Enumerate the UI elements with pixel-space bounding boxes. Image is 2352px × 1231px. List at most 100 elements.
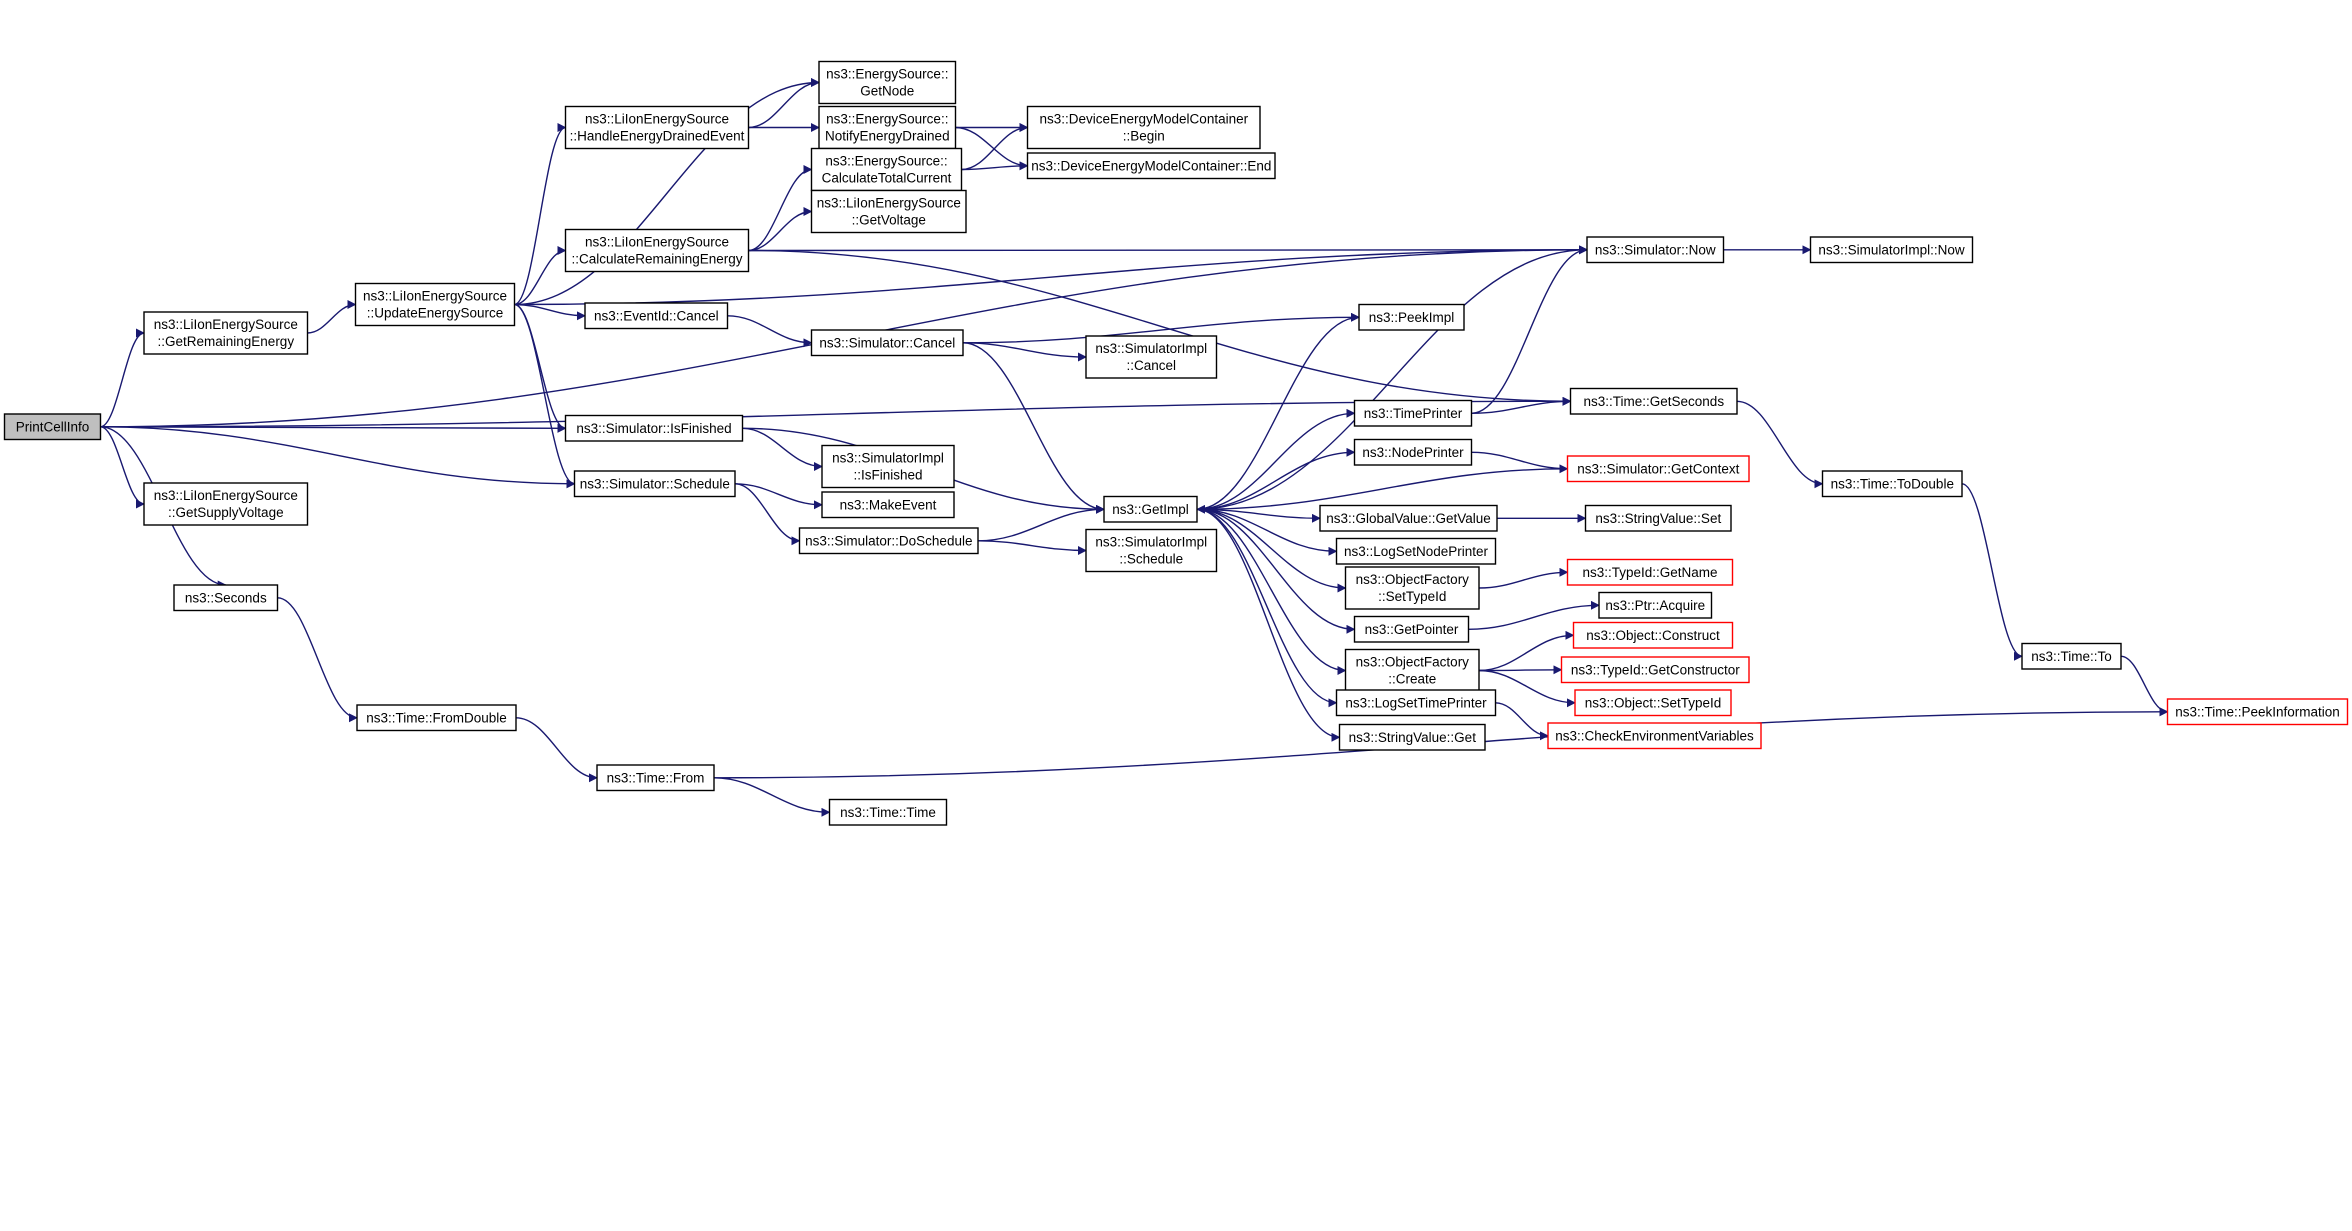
node-box-drained[interactable] <box>564 105 750 150</box>
node-getsupply[interactable]: ns3::LiIonEnergySource::GetSupplyVoltage <box>143 482 309 526</box>
node-box-getpointer[interactable] <box>1353 615 1470 643</box>
node-print[interactable]: PrintCellInfo <box>3 413 102 441</box>
node-box-implcancel[interactable] <box>1085 335 1218 379</box>
node-gvget[interactable]: ns3::GlobalValue::GetValue <box>1319 504 1498 532</box>
node-makeevent[interactable]: ns3::MakeEvent <box>821 491 955 519</box>
node-from[interactable]: ns3::Time::From <box>596 764 715 792</box>
node-notify[interactable]: ns3::EnergySource::NotifyEnergyDrained <box>818 105 957 150</box>
node-to[interactable]: ns3::Time::To <box>2021 642 2122 670</box>
node-time[interactable]: ns3::Time::Time <box>828 798 948 826</box>
node-box-evcancel[interactable] <box>584 302 729 330</box>
node-implnow[interactable]: ns3::SimulatorImpl::Now <box>1809 236 1974 264</box>
node-box-nodeprinter[interactable] <box>1353 438 1473 466</box>
node-box-peekinfo[interactable] <box>2166 698 2349 726</box>
node-getimpl[interactable]: ns3::GetImpl <box>1103 495 1198 523</box>
node-box-seconds[interactable] <box>173 584 279 612</box>
node-box-simnow[interactable] <box>1586 236 1725 264</box>
node-box-getctx[interactable] <box>1566 455 1750 483</box>
node-box-simcancel[interactable] <box>810 329 964 357</box>
node-implcancel[interactable]: ns3::SimulatorImpl::Cancel <box>1085 335 1218 379</box>
node-box-getsecs[interactable] <box>1569 387 1738 415</box>
node-ofcreate[interactable]: ns3::ObjectFactory::Create <box>1344 648 1480 693</box>
node-todouble[interactable]: ns3::Time::ToDouble <box>1821 470 1963 498</box>
node-box-construct[interactable] <box>1572 621 1734 649</box>
node-peekimpl[interactable]: ns3::PeekImpl <box>1358 303 1465 331</box>
node-box-implnow[interactable] <box>1809 236 1974 264</box>
node-svget[interactable]: ns3::StringValue::Get <box>1338 723 1486 751</box>
node-box-getsupply[interactable] <box>143 482 309 526</box>
node-box-dosched[interactable] <box>798 527 979 555</box>
node-box-svget[interactable] <box>1338 723 1486 751</box>
node-box-calcrem[interactable] <box>564 228 750 273</box>
node-logsettime[interactable]: ns3::LogSetTimePrinter <box>1335 689 1497 717</box>
node-box-getrem[interactable] <box>143 311 309 355</box>
node-calcrem[interactable]: ns3::LiIonEnergySource::CalculateRemaini… <box>564 228 750 273</box>
node-construct[interactable]: ns3::Object::Construct <box>1572 621 1734 649</box>
node-box-notify[interactable] <box>818 105 957 150</box>
node-simnow[interactable]: ns3::Simulator::Now <box>1586 236 1725 264</box>
node-objsettype[interactable]: ns3::Object::SetTypeId <box>1574 689 1732 717</box>
node-box-svset[interactable] <box>1584 504 1732 532</box>
node-fromdouble[interactable]: ns3::Time::FromDouble <box>356 704 517 732</box>
node-acquire[interactable]: ns3::Ptr::Acquire <box>1598 591 1713 619</box>
node-box-time[interactable] <box>828 798 948 826</box>
node-getname[interactable]: ns3::TypeId::GetName <box>1566 558 1734 586</box>
node-update[interactable]: ns3::LiIonEnergySource::UpdateEnergySour… <box>354 282 516 327</box>
node-evcancel[interactable]: ns3::EventId::Cancel <box>584 302 729 330</box>
node-box-logsettime[interactable] <box>1335 689 1497 717</box>
node-checkenv[interactable]: ns3::CheckEnvironmentVariables <box>1547 722 1762 750</box>
node-box-ofsettype[interactable] <box>1344 566 1480 610</box>
node-timeprinter[interactable]: ns3::TimePrinter <box>1353 399 1473 427</box>
node-box-ofcreate[interactable] <box>1344 648 1480 693</box>
node-box-implisfin[interactable] <box>821 444 955 489</box>
node-dosched[interactable]: ns3::Simulator::DoSchedule <box>798 527 979 555</box>
node-box-end[interactable] <box>1026 152 1276 180</box>
node-box-sched[interactable] <box>573 470 736 498</box>
node-implisfin[interactable]: ns3::SimulatorImpl::IsFinished <box>821 444 955 489</box>
node-box-fromdouble[interactable] <box>356 704 517 732</box>
node-box-gvget[interactable] <box>1319 504 1498 532</box>
node-sched[interactable]: ns3::Simulator::Schedule <box>573 470 736 498</box>
node-ofsettype[interactable]: ns3::ObjectFactory::SetTypeId <box>1344 566 1480 610</box>
node-box-getname[interactable] <box>1566 558 1734 586</box>
node-svset[interactable]: ns3::StringValue::Set <box>1584 504 1732 532</box>
node-box-logsetnode[interactable] <box>1335 537 1497 565</box>
node-begin[interactable]: ns3::DeviceEnergyModelContainer::Begin <box>1026 105 1261 150</box>
node-getrem[interactable]: ns3::LiIonEnergySource::GetRemainingEner… <box>143 311 309 355</box>
node-getctor[interactable]: ns3::TypeId::GetConstructor <box>1560 656 1750 684</box>
node-box-to[interactable] <box>2021 642 2122 670</box>
node-implsched[interactable]: ns3::SimulatorImpl::Schedule <box>1085 528 1218 573</box>
node-simcancel[interactable]: ns3::Simulator::Cancel <box>810 329 964 357</box>
node-calccur[interactable]: ns3::EnergySource::CalculateTotalCurrent <box>810 147 963 192</box>
node-peekinfo[interactable]: ns3::Time::PeekInformation <box>2166 698 2349 726</box>
node-end[interactable]: ns3::DeviceEnergyModelContainer::End <box>1026 152 1276 180</box>
node-box-update[interactable] <box>354 282 516 327</box>
node-box-checkenv[interactable] <box>1547 722 1762 750</box>
node-box-getnode[interactable] <box>818 60 957 105</box>
node-box-makeevent[interactable] <box>821 491 955 519</box>
node-box-timeprinter[interactable] <box>1353 399 1473 427</box>
node-logsetnode[interactable]: ns3::LogSetNodePrinter <box>1335 537 1497 565</box>
node-box-getctor[interactable] <box>1560 656 1750 684</box>
node-box-acquire[interactable] <box>1598 591 1713 619</box>
node-box-implsched[interactable] <box>1085 528 1218 573</box>
node-box-begin[interactable] <box>1026 105 1261 150</box>
node-box-getvolt[interactable] <box>810 189 967 234</box>
node-isfin[interactable]: ns3::Simulator::IsFinished <box>564 414 744 442</box>
node-getnode[interactable]: ns3::EnergySource::GetNode <box>818 60 957 105</box>
node-box-print[interactable] <box>3 413 102 441</box>
node-getvolt[interactable]: ns3::LiIonEnergySource::GetVoltage <box>810 189 967 234</box>
node-getctx[interactable]: ns3::Simulator::GetContext <box>1566 455 1750 483</box>
node-getsecs[interactable]: ns3::Time::GetSeconds <box>1569 387 1738 415</box>
node-box-from[interactable] <box>596 764 715 792</box>
node-box-getimpl[interactable] <box>1103 495 1198 523</box>
node-box-peekimpl[interactable] <box>1358 303 1465 331</box>
node-box-objsettype[interactable] <box>1574 689 1732 717</box>
node-getpointer[interactable]: ns3::GetPointer <box>1353 615 1470 643</box>
node-drained[interactable]: ns3::LiIonEnergySource::HandleEnergyDrai… <box>564 105 750 150</box>
node-box-calccur[interactable] <box>810 147 963 192</box>
node-box-isfin[interactable] <box>564 414 744 442</box>
node-nodeprinter[interactable]: ns3::NodePrinter <box>1353 438 1473 466</box>
node-box-todouble[interactable] <box>1821 470 1963 498</box>
node-seconds[interactable]: ns3::Seconds <box>173 584 279 612</box>
